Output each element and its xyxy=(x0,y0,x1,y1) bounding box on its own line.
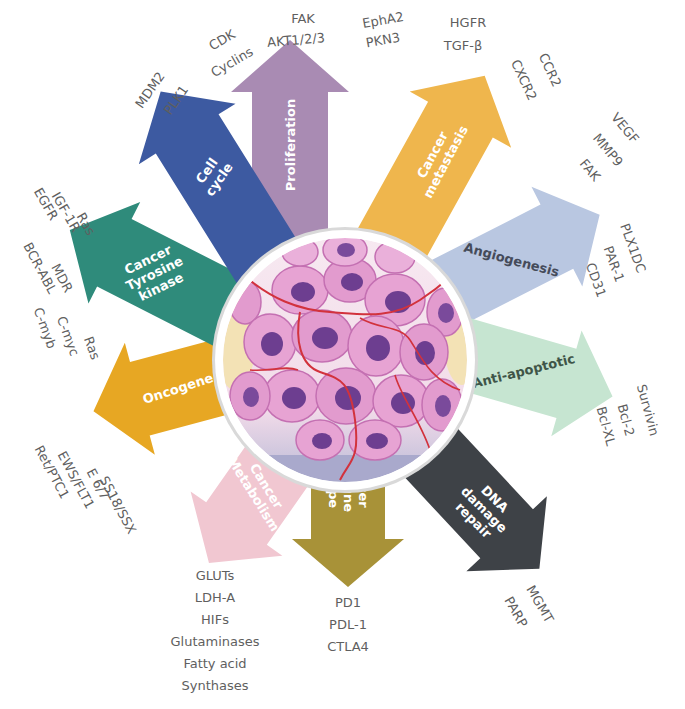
target-label: CD31 xyxy=(583,261,609,300)
cell-nucleus xyxy=(366,335,390,361)
arrow-outline xyxy=(292,397,404,587)
target-label: VEGF xyxy=(608,110,642,146)
target-label: PARP xyxy=(501,594,530,630)
target-label: AKT1/2/3 xyxy=(266,30,325,50)
target-label: Fatty acid xyxy=(183,656,246,671)
hub-background xyxy=(220,235,470,485)
target-label: C-myc xyxy=(54,314,82,358)
cell-nucleus xyxy=(438,303,454,323)
tumor-cell xyxy=(264,370,320,422)
target-label: CTLA4 xyxy=(327,639,369,654)
cell-nucleus xyxy=(341,273,363,291)
target-label: CXCR2 xyxy=(508,57,540,103)
target-label: Ras xyxy=(81,334,103,361)
arrow-outline xyxy=(112,61,317,295)
tumor-cell xyxy=(292,310,352,362)
target-label: Synthases xyxy=(181,678,248,693)
target-label: CCR2 xyxy=(536,51,565,89)
tumor-cell xyxy=(230,372,270,420)
target-label: FAK xyxy=(577,156,604,184)
arrow-outline xyxy=(405,165,625,351)
arrow-outline xyxy=(376,400,579,607)
cell-nucleus xyxy=(243,387,259,407)
cell-nucleus xyxy=(435,395,451,417)
hub-ring xyxy=(220,235,470,485)
target-label: CDK xyxy=(206,27,237,54)
target-label: PAR-1 xyxy=(601,244,628,284)
target-label: HGFR xyxy=(450,15,486,30)
cell-nucleus xyxy=(366,433,388,449)
tumor-cell xyxy=(296,420,344,460)
hub-shadow xyxy=(212,227,478,493)
target-label: Survivin xyxy=(634,383,662,438)
target-label: TGF-β xyxy=(444,38,482,53)
target-label: PD1 xyxy=(335,595,361,610)
arrow-outline xyxy=(78,309,277,466)
blood-vessel xyxy=(298,312,356,480)
hub-border xyxy=(215,230,475,490)
target-label: FAK xyxy=(291,11,315,26)
arrow-outline xyxy=(426,295,627,450)
target-label: LDH-A xyxy=(195,590,235,605)
cell-nucleus xyxy=(291,282,315,302)
target-label: PDL-1 xyxy=(329,617,367,632)
target-label: GLUTs xyxy=(196,568,235,583)
blood-vessel xyxy=(250,368,430,450)
cell-nucleus xyxy=(312,327,338,349)
tumor-cell xyxy=(316,368,376,424)
tumor-cell xyxy=(244,314,296,370)
target-label: Bcl-2 xyxy=(615,402,638,437)
target-label: PKN3 xyxy=(365,30,401,51)
target-label: SS18/SSX xyxy=(97,474,140,537)
cell-nucleus xyxy=(337,243,355,257)
target-label: Bcl-XL xyxy=(594,405,619,447)
blood-vessel xyxy=(360,318,460,390)
target-label: HIFs xyxy=(201,612,229,627)
tumor-cell xyxy=(400,324,448,380)
tumor-cell xyxy=(373,375,429,427)
arrow-label: Proliferation xyxy=(283,75,298,215)
target-label: C-myb xyxy=(31,306,60,351)
cell-nucleus xyxy=(261,332,283,356)
target-label: EphA2 xyxy=(361,9,405,31)
target-label: Glutaminases xyxy=(170,634,259,649)
cell-nucleus xyxy=(312,433,332,449)
cell-nucleus xyxy=(282,387,306,409)
